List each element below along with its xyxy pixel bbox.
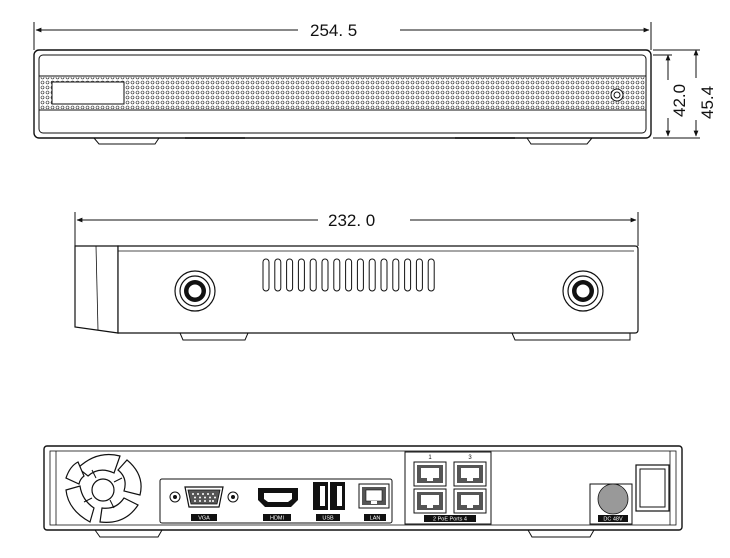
poe-label-box <box>424 515 476 522</box>
front-height-inner-dimension: 42.0 <box>670 84 689 117</box>
fan-grille-icon <box>65 453 142 523</box>
poe-port-3 <box>453 461 487 487</box>
front-view: 254. 5 42.0 45.4 <box>33 21 717 145</box>
side-screw-left-icon <box>174 270 216 312</box>
lan-port <box>358 483 390 509</box>
poe-ports-label: 2 PoE Ports 4 <box>433 517 467 523</box>
hdmi-port <box>258 488 298 507</box>
vent-slot <box>297 258 305 292</box>
rear-foot-left <box>94 529 163 538</box>
vent-slot <box>262 258 270 292</box>
side-screw-right-icon <box>562 270 604 312</box>
poe-port-4 <box>453 488 487 514</box>
power-switch-rocker <box>639 468 666 508</box>
vent-slot <box>404 258 412 292</box>
power-label: DC 48V <box>603 517 623 523</box>
power-label-box <box>598 515 628 522</box>
side-foot-right <box>511 332 631 341</box>
front-logo-window <box>51 81 125 105</box>
front-perforated-panel <box>40 77 645 109</box>
usb-label-box <box>316 514 340 521</box>
vga-port <box>169 486 239 508</box>
usb-ports <box>313 482 345 510</box>
vent-slot <box>274 258 282 292</box>
side-bezel-line <box>95 245 99 331</box>
vent-slot <box>333 258 341 292</box>
vent-slot <box>380 258 388 292</box>
vent-slot <box>392 258 400 292</box>
front-width-dimension: 254. 5 <box>310 21 357 40</box>
poe-port-2 <box>413 488 447 514</box>
vent-slot <box>321 258 329 292</box>
hdmi-label-box <box>263 514 291 521</box>
poe-port-3-label: 3 <box>468 455 472 461</box>
vent-slot <box>368 258 376 292</box>
poe-port-1 <box>413 461 447 487</box>
lan-label-box <box>364 514 386 521</box>
vent-slot <box>427 258 435 292</box>
side-vent-slots <box>262 258 435 292</box>
front-height-outer-dimension: 45.4 <box>698 86 717 119</box>
lan-label: LAN <box>370 516 381 522</box>
dc-power-jack-icon <box>597 483 629 515</box>
rear-view: VGA HDMI USB LAN 1 3 <box>43 445 683 538</box>
side-view: 232. 0 <box>74 211 639 341</box>
front-body-inner <box>38 54 647 134</box>
vent-slot <box>286 258 294 292</box>
front-foot-left <box>93 137 160 145</box>
rear-foot-right <box>527 529 595 538</box>
usb-label: USB <box>322 516 334 522</box>
vent-slot <box>415 258 423 292</box>
power-led-inner <box>613 91 621 99</box>
vga-label: VGA <box>198 516 210 522</box>
front-foot-right <box>526 137 593 145</box>
side-length-dimension: 232. 0 <box>328 211 375 230</box>
vga-label-box <box>191 514 217 521</box>
side-body-outline <box>117 245 639 334</box>
rear-inner-outline <box>49 450 677 526</box>
side-foot-left <box>179 332 249 341</box>
vent-slot <box>309 258 317 292</box>
poe-port-1-label: 1 <box>428 455 432 461</box>
vent-slot <box>345 258 353 292</box>
hdmi-label: HDMI <box>270 516 285 522</box>
vent-slot <box>356 258 364 292</box>
